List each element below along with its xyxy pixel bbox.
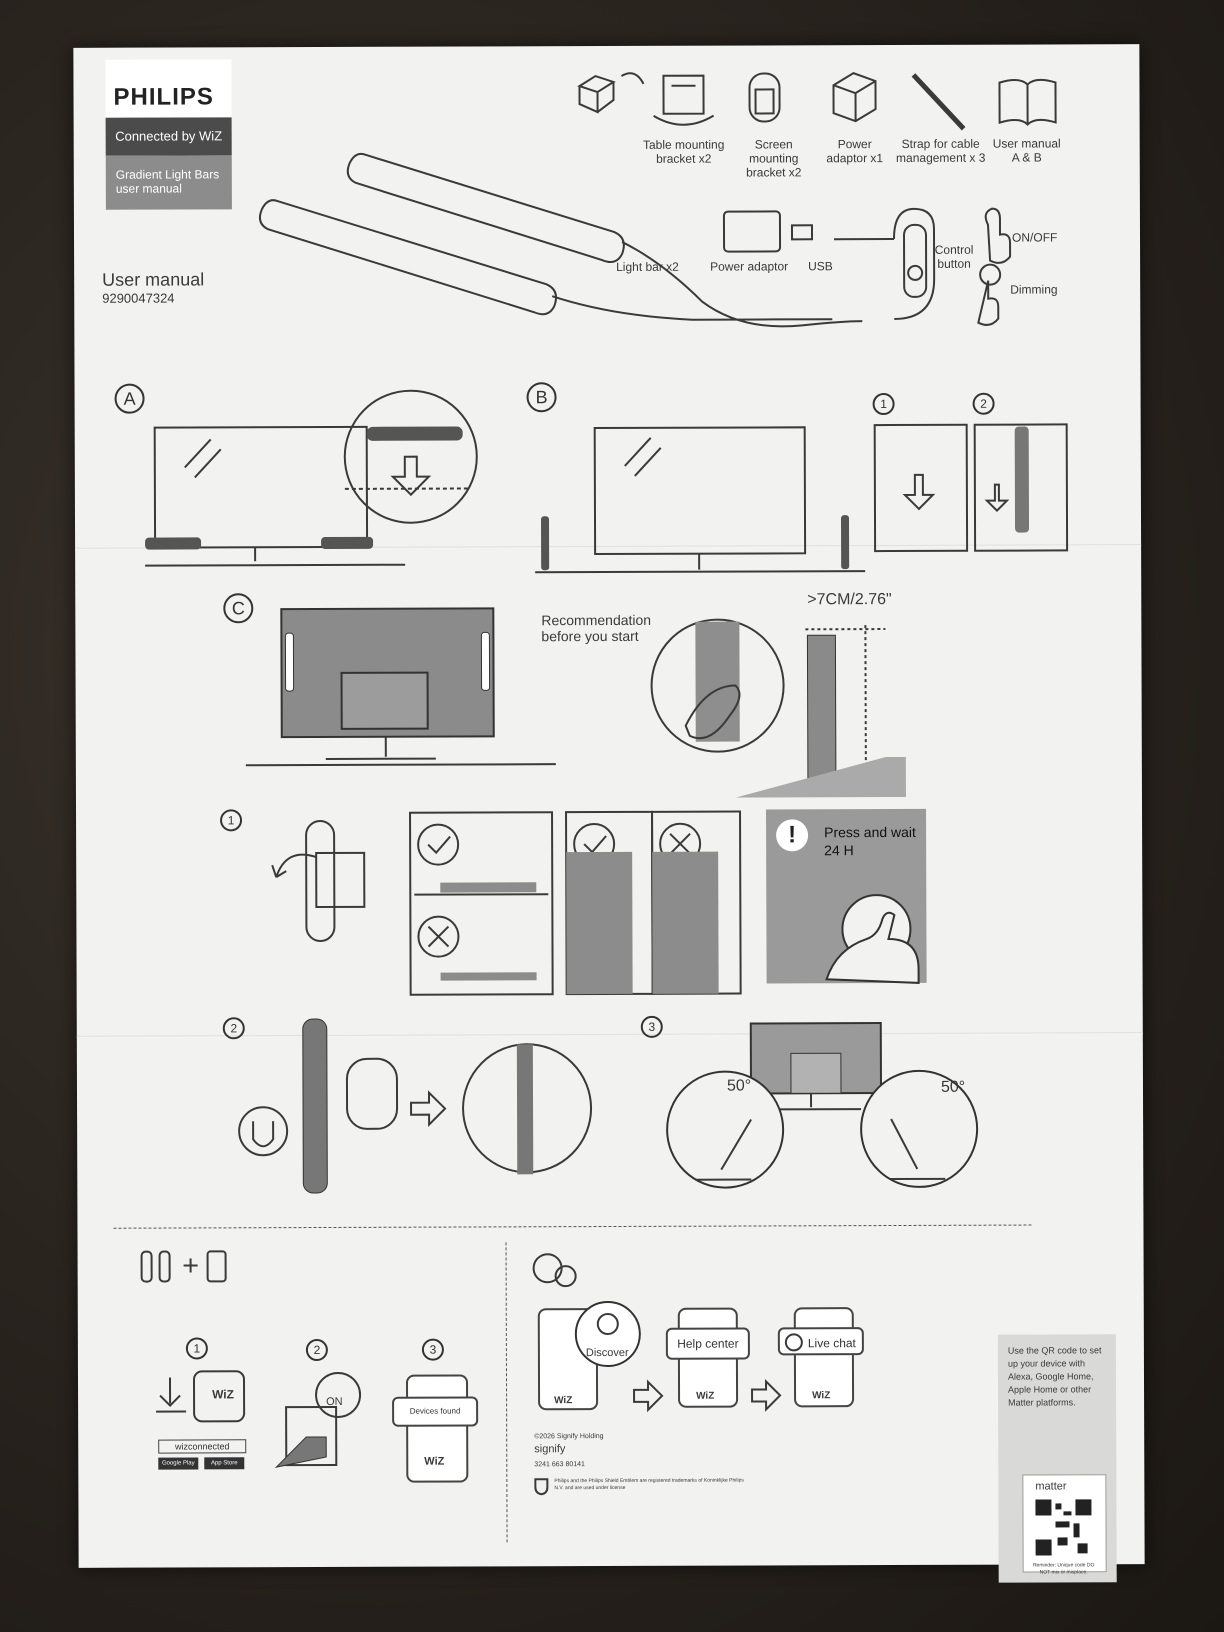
- help-center-button[interactable]: Help center: [665, 1327, 750, 1360]
- magnet-icon: [252, 1121, 275, 1148]
- philips-shield-icon: [534, 1478, 549, 1496]
- setup-step-2-marker: 2: [305, 1338, 328, 1362]
- chat-bubble-icon: [784, 1333, 803, 1352]
- step-1-marker-b: 1: [872, 393, 895, 416]
- wiz-logo: WiZ: [812, 1390, 831, 1402]
- power-adaptor-icon: [722, 210, 782, 253]
- arrow-right-icon: [633, 1379, 664, 1413]
- matter-logo: matter: [1035, 1480, 1067, 1493]
- angle-left-label: 50°: [726, 1077, 752, 1095]
- section-a-illustration: [145, 389, 478, 567]
- app-store-badge: App Store: [204, 1457, 245, 1470]
- manual-icon: [998, 78, 1057, 126]
- power-adaptor-label: Power adaptor: [710, 259, 789, 274]
- plug-in-illustration: [274, 1371, 362, 1468]
- step-1-marker: 1: [220, 809, 243, 832]
- light-bar-label: Light bar x2: [616, 259, 679, 274]
- qr-panel: Use the QR code to set up your device wi…: [997, 1334, 1117, 1583]
- cable-icon: [551, 207, 936, 328]
- trademark-notice: Philips and the Philips Shield Emblem ar…: [554, 1477, 744, 1492]
- wiz-logo: WiZ: [424, 1455, 445, 1468]
- signify-logo: signify: [534, 1443, 566, 1456]
- arrow-right-icon: [751, 1379, 782, 1412]
- instruction-sheet: PHILIPS Connected by WiZ Gradient Light …: [73, 44, 1145, 1583]
- app-search-box: wizconnected: [158, 1439, 247, 1454]
- press-wait-panel: ! Press and wait 24 H: [766, 808, 927, 984]
- mount-bar-illustration: [238, 1018, 593, 1194]
- devices-found-label: Devices found: [392, 1396, 479, 1427]
- matter-qr-card: matter: [1022, 1474, 1107, 1573]
- finger-press-icon: [825, 894, 920, 984]
- section-separator: [505, 1242, 508, 1543]
- usb-plug-icon: [790, 224, 814, 241]
- discover-icon: [574, 1301, 641, 1368]
- finger-hold-icon: [977, 263, 1002, 326]
- bracket-peel-illustration: [271, 820, 366, 943]
- power-adaptor-icon: [832, 72, 877, 123]
- qr-reminder: Reminder: Unique code DO NOT mix or misp…: [1032, 1562, 1095, 1576]
- wiz-logo: WiZ: [696, 1390, 715, 1402]
- parts-illustration: [258, 152, 1012, 328]
- section-c-illustration: [245, 607, 556, 767]
- wiz-logo: WiZ: [554, 1395, 573, 1407]
- contents-illustration: [577, 72, 1057, 131]
- step-3-marker: 3: [640, 1015, 663, 1038]
- usb-label: USB: [808, 259, 833, 274]
- dimming-label: Dimming: [1010, 282, 1058, 297]
- qr-code-icon: [1033, 1497, 1094, 1558]
- control-button-icon: [903, 223, 928, 298]
- recommendation-label: Recommendation before you start: [541, 611, 652, 645]
- table-bracket-icon: [653, 74, 715, 126]
- wiz-logo: WiZ: [212, 1387, 234, 1402]
- google-play-badge: Google Play: [158, 1457, 199, 1470]
- section-separator: [113, 1224, 1032, 1229]
- angle-right-label: 50°: [940, 1078, 966, 1096]
- download-app-icon: [156, 1370, 246, 1423]
- light-bar-icon: [258, 152, 625, 316]
- doc-number: 3241 663 80141: [534, 1461, 585, 1469]
- on-label: ON: [326, 1395, 343, 1408]
- placement-check-illustration: [409, 810, 742, 996]
- step-2-marker-b: 2: [972, 392, 995, 415]
- cable-strap-icon: [911, 73, 966, 131]
- setup-step-3-marker: 3: [421, 1338, 444, 1361]
- cleaning-illustration: [650, 618, 906, 798]
- unbox-icon: [577, 72, 645, 114]
- qr-instructions: Use the QR code to set up your device wi…: [1007, 1345, 1102, 1408]
- discover-label: Discover: [585, 1346, 629, 1360]
- control-button-label: Control button: [934, 242, 974, 271]
- on-off-label: ON/OFF: [1011, 230, 1058, 245]
- screen-bracket-icon: [748, 72, 781, 123]
- angle-adjust-illustration: [666, 1022, 979, 1189]
- section-b-illustration: [535, 423, 1069, 574]
- finger-press-icon: [984, 207, 1012, 264]
- setup-step-1-marker: 1: [185, 1337, 208, 1360]
- bars-plus-phone-icon: [140, 1250, 227, 1283]
- help-question-icon: [532, 1253, 577, 1288]
